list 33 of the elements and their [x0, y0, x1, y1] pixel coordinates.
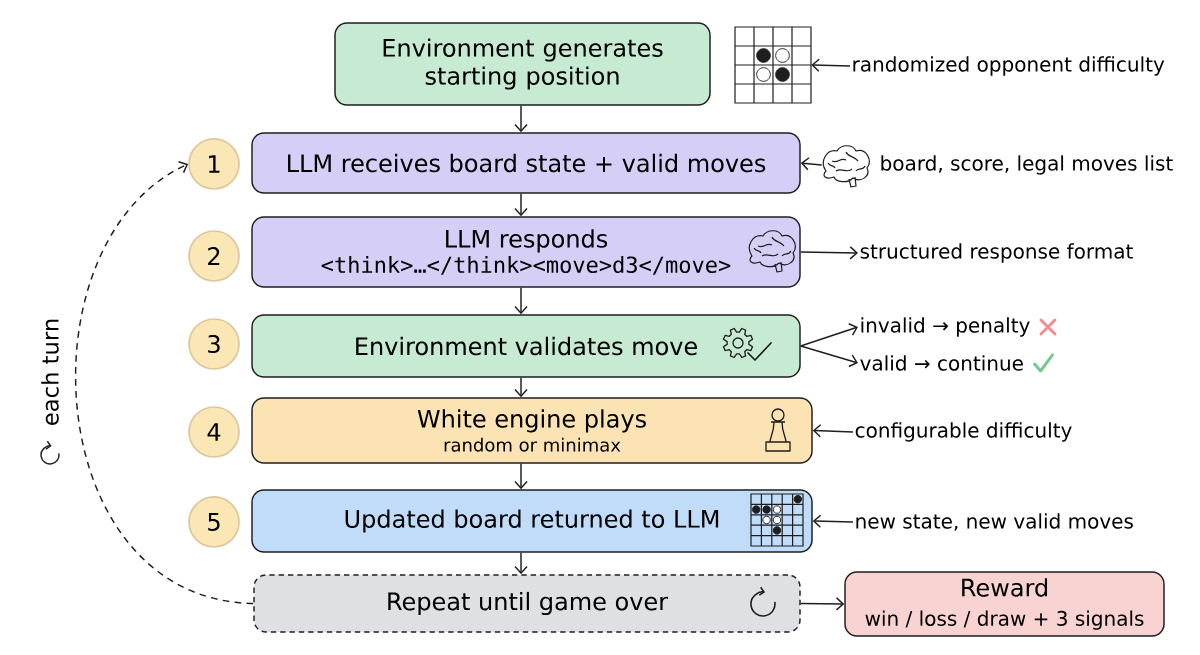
- process-box: Reward win / loss / draw + 3 signals: [844, 571, 1165, 637]
- annotation-text: new state, new valid moves: [856, 513, 1133, 531]
- arrow: [514, 377, 528, 398]
- annotation-text: randomized opponent difficulty: [853, 56, 1165, 76]
- process-box: LLM receives board state + valid moves: [251, 132, 801, 194]
- arrow: [800, 345, 858, 368]
- edge-label: each turn: [41, 319, 59, 425]
- process-box: Repeat until game over: [253, 574, 801, 633]
- arrow: [811, 58, 851, 72]
- arrow: [800, 246, 858, 260]
- process-box: Updated board returned to LLM: [251, 489, 813, 553]
- board-icon: [734, 26, 812, 104]
- arrow: [514, 287, 528, 315]
- process-box: Environment generates starting position: [334, 22, 711, 106]
- arrow: [514, 105, 528, 133]
- arrow: [812, 514, 854, 528]
- arrow: [800, 323, 858, 347]
- annotation-text: board, score, legal moves list: [881, 155, 1173, 175]
- brain-icon: [822, 145, 870, 188]
- annotation-text: invalid → penalty: [861, 317, 1030, 337]
- arrow: [514, 463, 528, 490]
- annotation-text: structured response format: [860, 243, 1133, 263]
- arrow: [514, 193, 528, 217]
- process-box: LLM responds <think>…</think><move>d3</move>: [251, 216, 801, 288]
- process-box: Environment validates move: [251, 314, 801, 378]
- arrow: [800, 157, 823, 171]
- arrow: [800, 597, 845, 611]
- annotation-text: configurable difficulty: [855, 422, 1072, 442]
- process-box: White engine plays random or minimax: [251, 397, 813, 464]
- loop-arrow: [75, 161, 254, 605]
- arrow: [514, 552, 528, 575]
- annotation-text: valid → continue: [860, 355, 1023, 371]
- arrow: [812, 424, 854, 438]
